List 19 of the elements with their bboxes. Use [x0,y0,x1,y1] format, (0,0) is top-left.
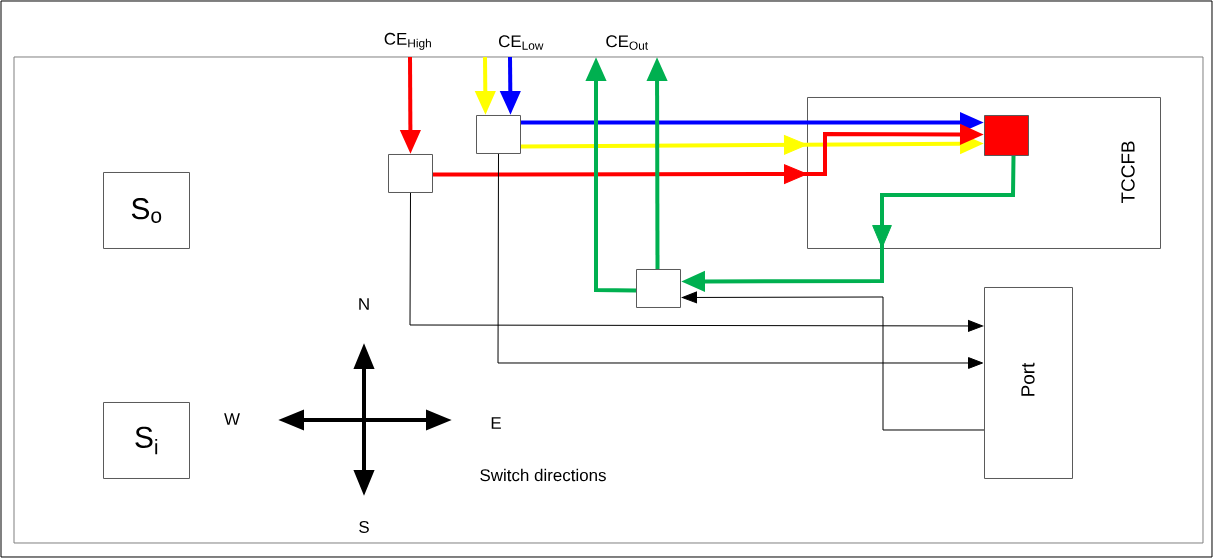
switch-box [476,115,521,154]
direction-label: W [224,413,240,425]
arrow [409,192,984,332]
state-box: S$_{o}$ [103,172,190,249]
block-box: TCCFB [807,97,1161,249]
buffer-square [984,115,1029,156]
direction-label: N [359,298,369,310]
caption-text: Switch directions [480,468,606,482]
switch-box [388,154,433,193]
direction-label: S [359,521,369,533]
arrow [497,153,984,369]
signal-label: CE$_{High}$ [384,32,431,50]
switch-box [636,269,681,308]
state-box: S$_{i}$ [103,402,190,479]
arrow [681,291,985,431]
signal-label: CE$_{Low}$ [499,35,544,50]
direction-label: E [491,417,501,429]
signal-label: CE$_{Out}$ [606,35,648,50]
port-box: Port [984,287,1073,479]
